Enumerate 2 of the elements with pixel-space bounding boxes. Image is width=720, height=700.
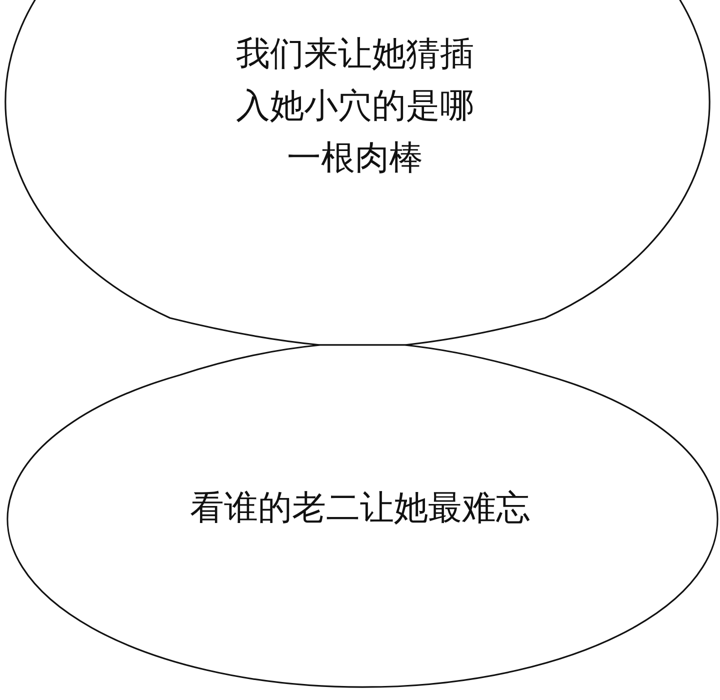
speech-text: 看谁的老二让她最难忘	[189, 487, 531, 530]
speech-text: 我们来让她猜插入她小穴的是哪一根肉棒	[235, 33, 475, 180]
